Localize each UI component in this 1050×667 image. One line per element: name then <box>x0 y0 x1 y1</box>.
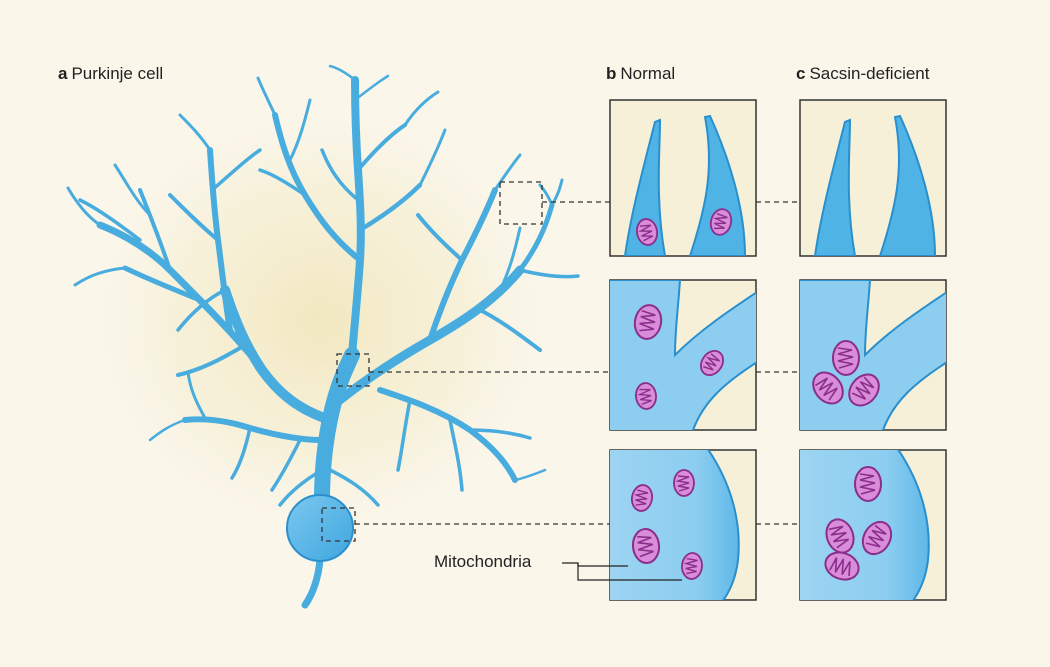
soma <box>286 494 354 562</box>
mitochondria-label: Mitochondria <box>434 552 532 571</box>
panel-c-dendrite-tips <box>799 99 947 257</box>
primary-dendrite <box>314 347 360 508</box>
marker-branch <box>336 353 370 387</box>
axon <box>301 556 324 609</box>
marker-tips <box>499 181 543 225</box>
panel-a-title: Purkinje cell <box>71 64 164 83</box>
panel-a-letter: a <box>58 64 68 83</box>
panel-c-branch-point <box>799 279 947 431</box>
panel-c-title: Sacsin-deficient <box>809 64 930 83</box>
purkinje-cell-illustration <box>66 64 580 609</box>
panel-b-dendrite-tips <box>609 99 757 257</box>
panel-b-letter: b <box>606 64 617 83</box>
panel-b-branch-point <box>609 279 757 431</box>
panel-c-letter: c <box>796 64 806 83</box>
panel-b-soma <box>609 449 757 601</box>
background-glow <box>70 90 570 550</box>
mitochondria-leader-lines <box>562 562 682 581</box>
panel-c-soma <box>799 449 947 601</box>
panel-b-title: Normal <box>620 64 676 83</box>
inset-markers <box>321 181 800 542</box>
